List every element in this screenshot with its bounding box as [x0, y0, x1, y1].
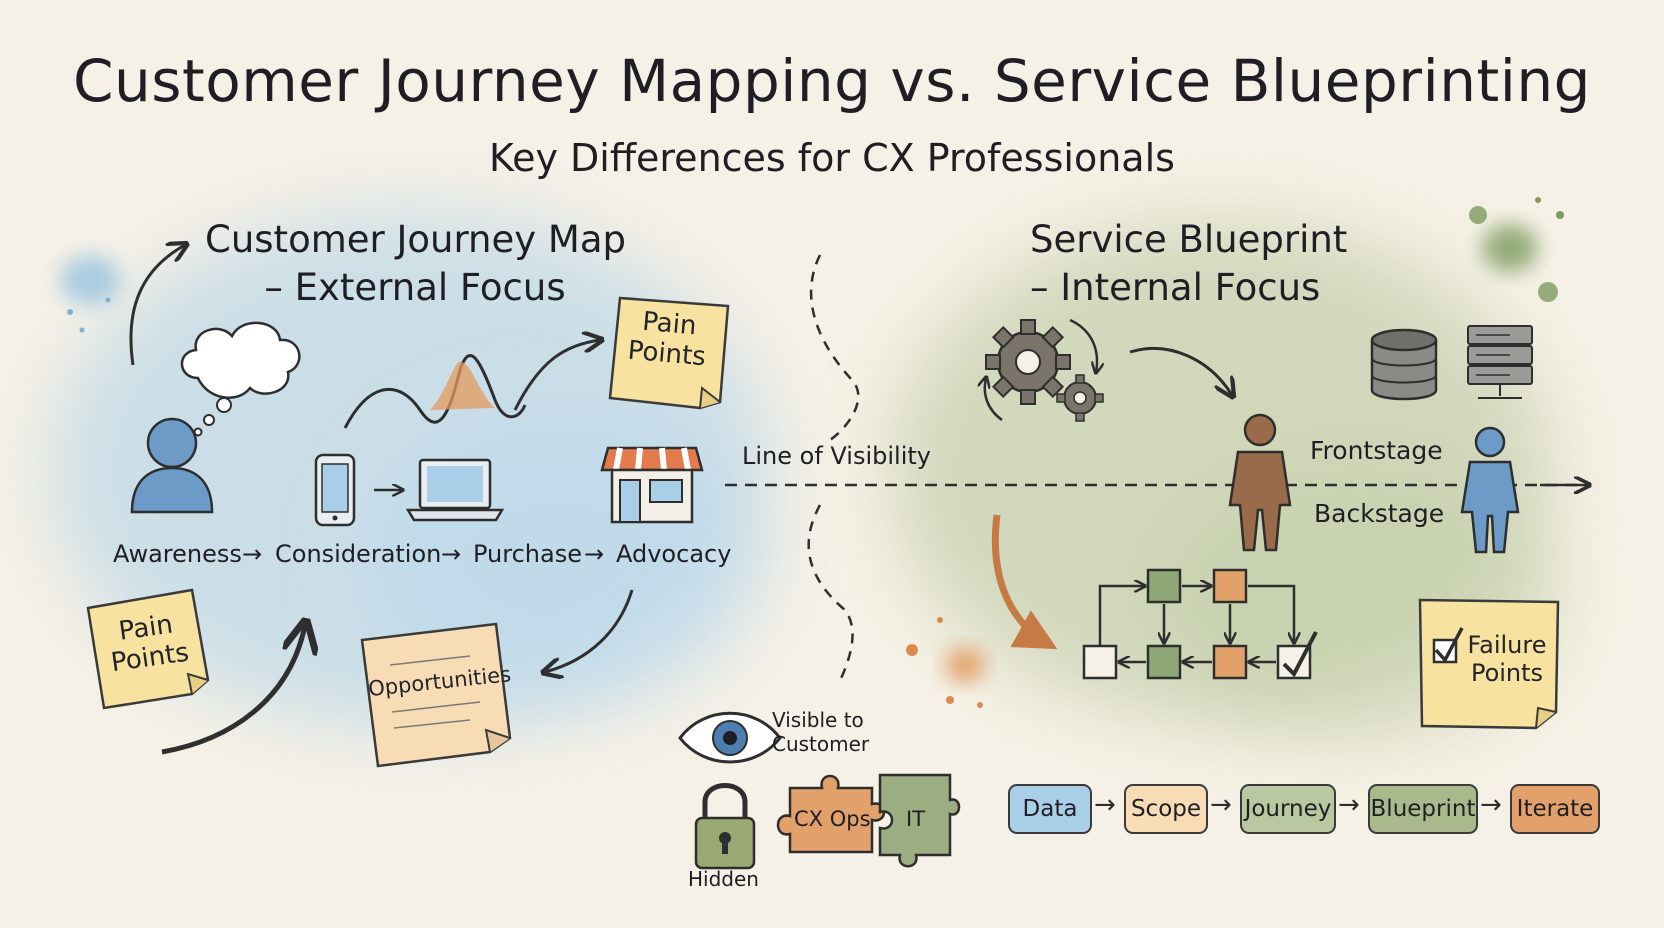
- sticky-note-pain-left: [86, 588, 210, 710]
- storefront-icon: [600, 446, 704, 524]
- journey-subheading: – External Focus: [264, 266, 566, 309]
- thought-cloud-icon: [180, 321, 301, 437]
- step-blueprint: Blueprint: [1368, 784, 1478, 834]
- curved-arrow-bottom: [161, 625, 305, 755]
- step-data: Data: [1008, 784, 1092, 834]
- sticky-note-failure-points: [1418, 598, 1560, 730]
- laptop-icon: [405, 458, 505, 522]
- stage-purchase: Purchase: [473, 540, 582, 568]
- page-subtitle: Key Differences for CX Professionals: [489, 136, 1175, 180]
- journey-heading: Customer Journey Map: [205, 218, 627, 261]
- step-arrow-3: →: [1338, 790, 1360, 820]
- curved-arrow-to-opportunities: [545, 589, 634, 672]
- gears-icon: [985, 318, 1103, 422]
- gears-to-staff-arrow: [1129, 347, 1232, 395]
- stage-advocacy: Advocacy: [616, 540, 732, 568]
- sticky-note-pain-top: [608, 296, 730, 410]
- orange-curved-arrow: [991, 514, 1058, 650]
- blueprint-heading: Service Blueprint: [1030, 218, 1348, 261]
- visible-to-customer-label: Visible to Customer: [772, 708, 870, 756]
- step-arrow-2: →: [1210, 790, 1232, 820]
- puzzle-cx-ops-label: CX Ops: [794, 807, 871, 831]
- pain-points-top-label: Pain Points: [626, 306, 707, 373]
- sticky-note-opportunities: [360, 622, 512, 768]
- lock-icon: [694, 783, 756, 870]
- puzzle-icon: [776, 773, 961, 868]
- staff-person-icon: [1228, 413, 1292, 552]
- step-scope: Scope: [1124, 784, 1208, 834]
- orange-paint-splash: [906, 617, 985, 708]
- curved-arrow-to-pain: [513, 340, 600, 411]
- eye-icon: [678, 711, 782, 764]
- blueprint-subheading: – Internal Focus: [1030, 266, 1321, 309]
- smartphone-icon: [314, 453, 356, 527]
- person-icon: [130, 417, 214, 514]
- frontstage-label: Frontstage: [1310, 436, 1443, 465]
- checkbox-icon: [1432, 627, 1464, 664]
- step-iterate: Iterate: [1510, 784, 1600, 834]
- step-arrow-1: →: [1094, 790, 1116, 820]
- stage-consideration: Consideration: [275, 540, 442, 568]
- customer-person-icon: [1460, 426, 1520, 554]
- stage-arrow-1: →: [242, 540, 263, 568]
- step-journey: Journey: [1240, 784, 1336, 834]
- divider-lower: [807, 504, 854, 686]
- page-title: Customer Journey Mapping vs. Service Blu…: [73, 47, 1591, 115]
- hidden-label: Hidden: [688, 867, 759, 891]
- curved-arrow-up: [129, 245, 185, 366]
- stage-arrow-2: →: [441, 540, 462, 568]
- process-flow-diagram: [1082, 568, 1318, 680]
- failure-points-label: Failure Points: [1467, 631, 1547, 687]
- line-of-visibility-label: Line of Visibility: [742, 442, 931, 470]
- database-icon: [1370, 328, 1438, 401]
- step-arrow-4: →: [1480, 790, 1502, 820]
- divider-upper: [809, 254, 860, 442]
- emotion-peak-fill: [430, 361, 495, 410]
- stage-arrow-3: →: [584, 540, 605, 568]
- backstage-label: Backstage: [1314, 499, 1445, 528]
- stage-awareness: Awareness: [113, 540, 242, 568]
- puzzle-it-label: IT: [906, 807, 926, 831]
- server-icon: [1467, 325, 1533, 399]
